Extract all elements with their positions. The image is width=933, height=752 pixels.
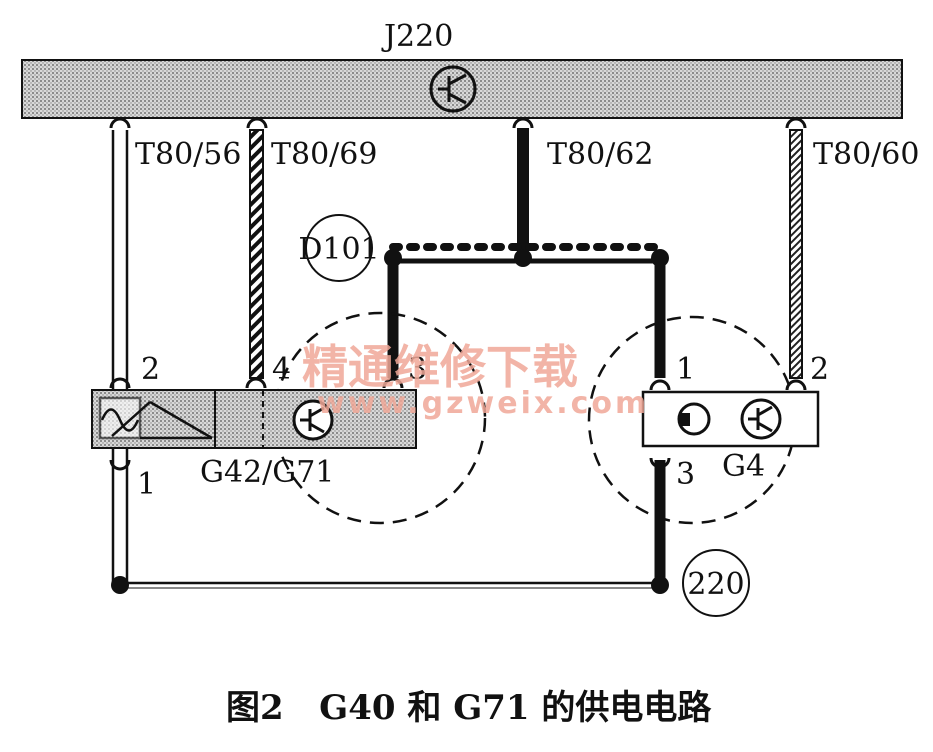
junction-bottom-right [651,576,669,594]
node-220-label: 220 [687,567,744,602]
junction-t80-62 [514,249,532,267]
sensor-g42-ptc-symbol [98,396,213,440]
sensor-g42-pin1-label: 1 [137,467,156,502]
sensor-g42-label: G42/G71 [200,455,334,490]
figure-caption: 图2 G40 和 G71 的供电电路 [226,688,712,728]
sensor-g42-transistor-symbol [292,399,334,441]
ecu-label: J220 [381,19,453,54]
sensor-g42-pin4-label: 4 [272,352,291,387]
pin-label-t80-62: T80/62 [547,137,653,172]
sensor-g4-coil-symbol [677,402,711,436]
watermark-title: 精通维修下载 [302,340,578,394]
ecu-transistor-symbol [429,65,477,113]
node-220-circle [682,549,750,617]
sensor-g42-pin2-label: 2 [141,352,160,387]
sensor-g4-pin1-label: 1 [676,352,695,387]
wire-t80-69 [249,129,264,379]
sensor-g4-pin2-label: 2 [810,352,829,387]
node-d101-label: D101 [298,232,379,267]
node-d101-circle [305,214,373,282]
watermark-url: www.gzweix.com [317,386,649,421]
sensor-g4-box [641,390,820,448]
wire-t80-60 [789,129,803,379]
sensor-g4-transistor-symbol [740,398,782,440]
sensor-g42-pin3-label: 3 [408,352,427,387]
pin-label-t80-69: T80/69 [271,137,377,172]
sensor-g4-pin3-label: 3 [676,457,695,492]
junction-bottom-left [111,576,129,594]
ecu-connector-caps [109,117,807,129]
sensor-g42-connector-caps [109,377,404,471]
pin-label-t80-60: T80/60 [813,137,919,172]
pin-label-t80-56: T80/56 [135,137,241,172]
wire-t80-56 [111,130,660,589]
sensor-g4-label: G4 [722,449,765,484]
